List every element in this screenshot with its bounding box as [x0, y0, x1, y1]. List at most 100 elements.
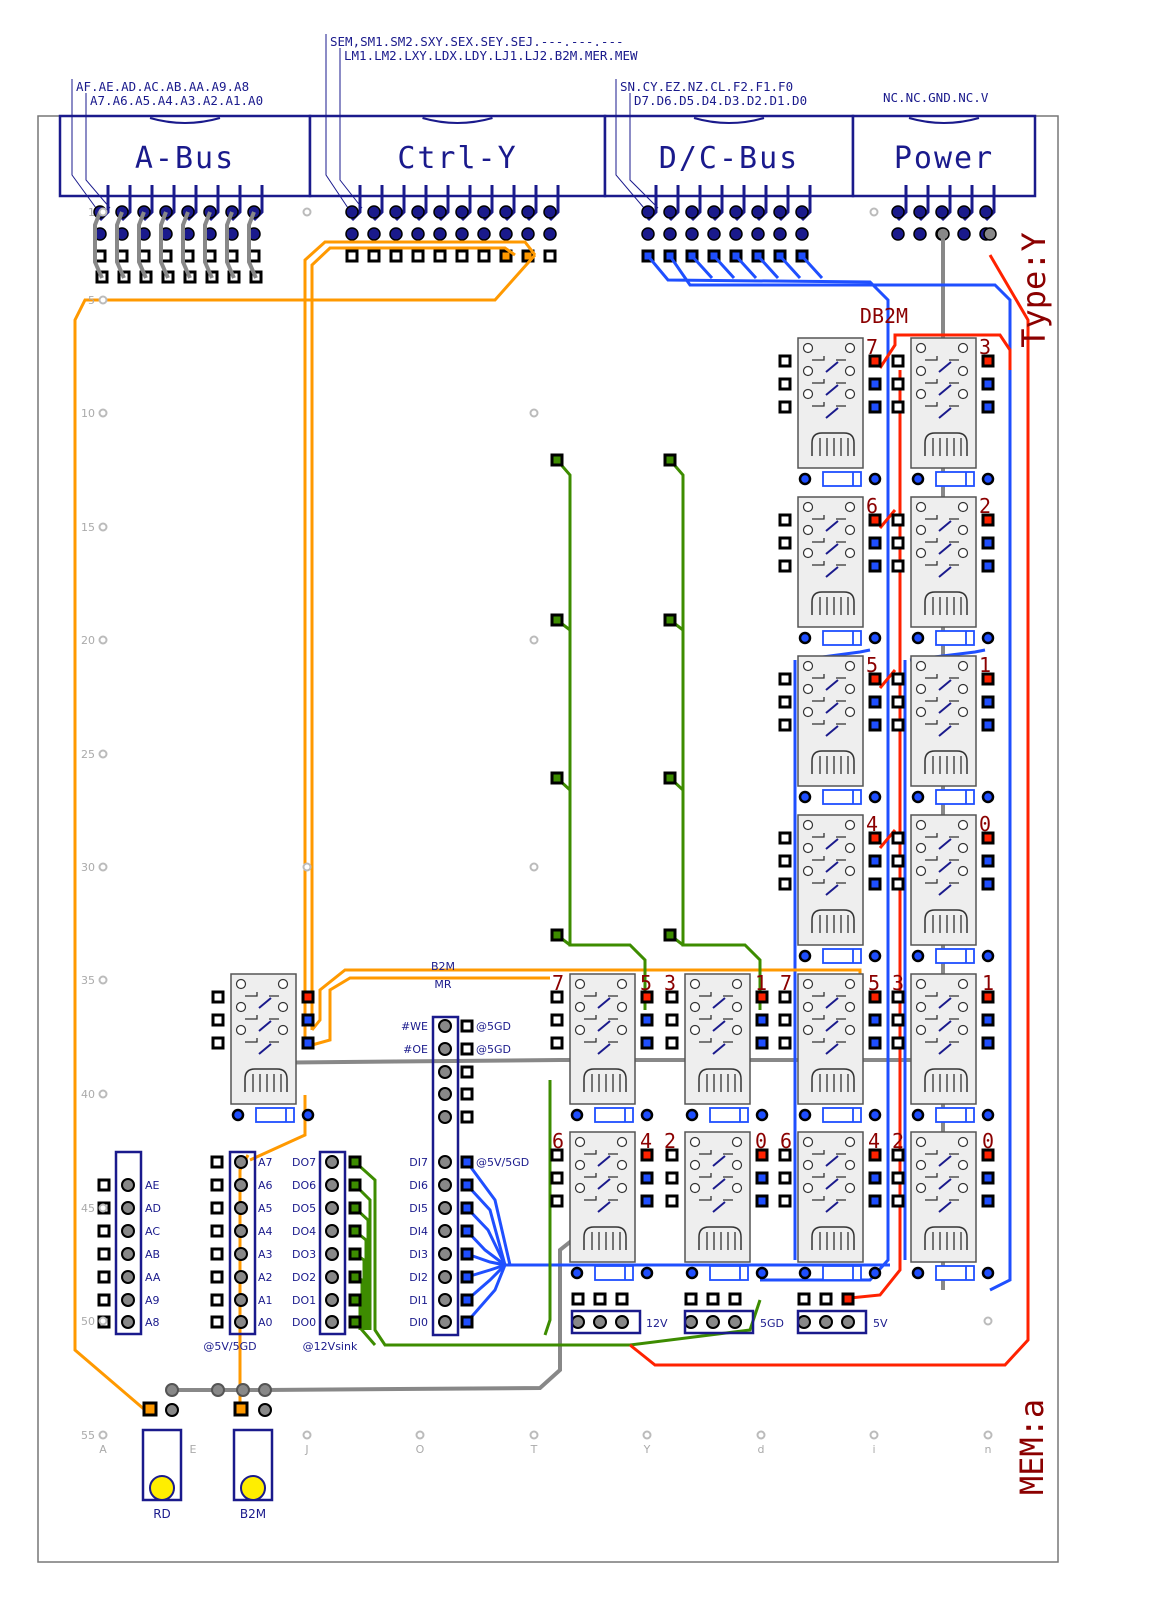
bus-bottom-pins-0: A7.A6.A5.A4.A3.A2.A1.A0: [90, 93, 263, 108]
relay: 2: [891, 494, 995, 646]
array-digit: 1: [755, 971, 767, 995]
data-out-label: DO4: [292, 1225, 316, 1238]
array-digit: 6: [780, 1129, 792, 1153]
data-in-label: DI0: [409, 1316, 428, 1329]
address-label: A8: [145, 1316, 160, 1329]
rd-button[interactable]: RD: [141, 1428, 183, 1521]
col-letter: Y: [643, 1443, 651, 1456]
relay-digit: 6: [866, 494, 878, 518]
data-in-label: DI4: [409, 1225, 428, 1238]
array-digit: 0: [982, 1129, 994, 1153]
bus-header-1: Ctrl-YSEM,SM1.SM2.SXY.SEX.SEY.SEJ.---.--…: [308, 34, 638, 263]
memory-control-label: #OE: [403, 1043, 428, 1056]
row-number: 15: [81, 521, 95, 534]
array-digit: 3: [664, 971, 676, 995]
data-out-label: DO7: [292, 1156, 316, 1169]
data-out-label: DO3: [292, 1248, 316, 1261]
data-out-note: @12Vsink: [303, 1340, 358, 1353]
relay-digit: 4: [866, 812, 878, 836]
address-label: AA: [145, 1271, 161, 1284]
relay: [211, 973, 315, 1123]
relay: [550, 1131, 654, 1281]
bus-top-pins-3: NC.NC.GND.NC.V: [883, 90, 989, 105]
relay: 4: [778, 812, 882, 964]
array-digit: 7: [552, 971, 564, 995]
address-label: A9: [145, 1294, 160, 1307]
relay: [778, 973, 882, 1123]
address-label: A1: [258, 1294, 273, 1307]
address-label: A3: [258, 1248, 273, 1261]
data-in-note: @5V/5GD: [476, 1156, 529, 1169]
data-out-label: DO6: [292, 1179, 316, 1192]
relay-digit: 1: [979, 653, 991, 677]
bus-label-1: Ctrl-Y: [397, 141, 517, 176]
bus-header-3: Power NC.NC.GND.NC.V: [851, 90, 1037, 241]
col-letter: i: [872, 1443, 875, 1456]
address-low-header: [228, 1150, 257, 1336]
row-number: 50: [81, 1315, 95, 1328]
bus-top-pins-2: SN.CY.EZ.NZ.CL.F2.F1.F0: [620, 79, 793, 94]
address-power-note: @5V/5GD: [203, 1340, 256, 1353]
relay: 0: [891, 812, 995, 964]
button-pins: [142, 1383, 272, 1417]
array-digit: 1: [982, 971, 994, 995]
b2m-title: B2M: [431, 960, 455, 973]
col-letter: J: [304, 1443, 308, 1456]
type-label: Type:Y: [1015, 232, 1053, 348]
array-digit: 3: [892, 971, 904, 995]
address-label: A0: [258, 1316, 273, 1329]
array-digit: 2: [664, 1129, 676, 1153]
data-out-label: DO5: [292, 1202, 316, 1215]
col-letter: E: [190, 1443, 197, 1456]
power-header-12v-label: 12V: [646, 1317, 668, 1330]
data-in-label: DI7: [409, 1156, 428, 1169]
array-digit: 5: [640, 971, 652, 995]
address-label: AE: [145, 1179, 160, 1192]
address-high-header: [114, 1150, 143, 1336]
data-in-label: DI2: [409, 1271, 428, 1284]
relay: [891, 973, 995, 1123]
row-number: 20: [81, 634, 95, 647]
array-digit: 7: [780, 971, 792, 995]
row-number: 30: [81, 861, 95, 874]
memory-control-label: #WE: [401, 1020, 428, 1033]
power-header-5v-label: 5V: [873, 1317, 888, 1330]
power-header-5gd: 5GD: [683, 1309, 784, 1335]
data-out-label: DO2: [292, 1271, 316, 1284]
db2m-label: DB2M: [860, 304, 908, 328]
address-label: A7: [258, 1156, 273, 1169]
address-label: AC: [145, 1225, 160, 1238]
b2m-button[interactable]: B2M: [232, 1428, 274, 1521]
relay: [550, 973, 654, 1123]
mem-label: MEM:a: [1013, 1399, 1051, 1495]
relay: [665, 973, 769, 1123]
relay: 6: [778, 494, 882, 646]
bus-bottom-pins-2: D7.D6.D5.D4.D3.D2.D1.D0: [634, 93, 807, 108]
relay: [665, 1131, 769, 1281]
bus-header-0: A-BusAF.AE.AD.AC.AB.AA.A9.A8A7.A6.A5.A4.…: [58, 79, 312, 284]
relay: 3: [891, 335, 995, 487]
address-label: AD: [145, 1202, 161, 1215]
array-digit: 4: [640, 1129, 652, 1153]
data-in-label: DI6: [409, 1179, 428, 1192]
relay-digit: 2: [979, 494, 991, 518]
row-number: 55: [81, 1429, 95, 1442]
bus-bottom-pins-1: LM1.LM2.LXY.LDX.LDY.LJ1.LJ2.B2M.MER.MEW: [344, 48, 638, 63]
array-digit: 5: [868, 971, 880, 995]
bus-label-2: D/C-Bus: [659, 141, 799, 176]
col-letter: A: [99, 1443, 107, 1456]
data-in-label: DI3: [409, 1248, 428, 1261]
power-header-5gd-label: 5GD: [760, 1317, 784, 1330]
relay-digit: 5: [866, 653, 878, 677]
row-number: 1: [88, 206, 95, 219]
col-letter: n: [985, 1443, 992, 1456]
col-letter: O: [416, 1443, 425, 1456]
bus-label-3: Power: [894, 141, 994, 176]
memory-control-note: @5GD: [476, 1043, 511, 1056]
row-number: 35: [81, 974, 95, 987]
address-label: A2: [258, 1271, 273, 1284]
data-in-label: DI1: [409, 1294, 428, 1307]
relay-digit: 7: [866, 335, 878, 359]
